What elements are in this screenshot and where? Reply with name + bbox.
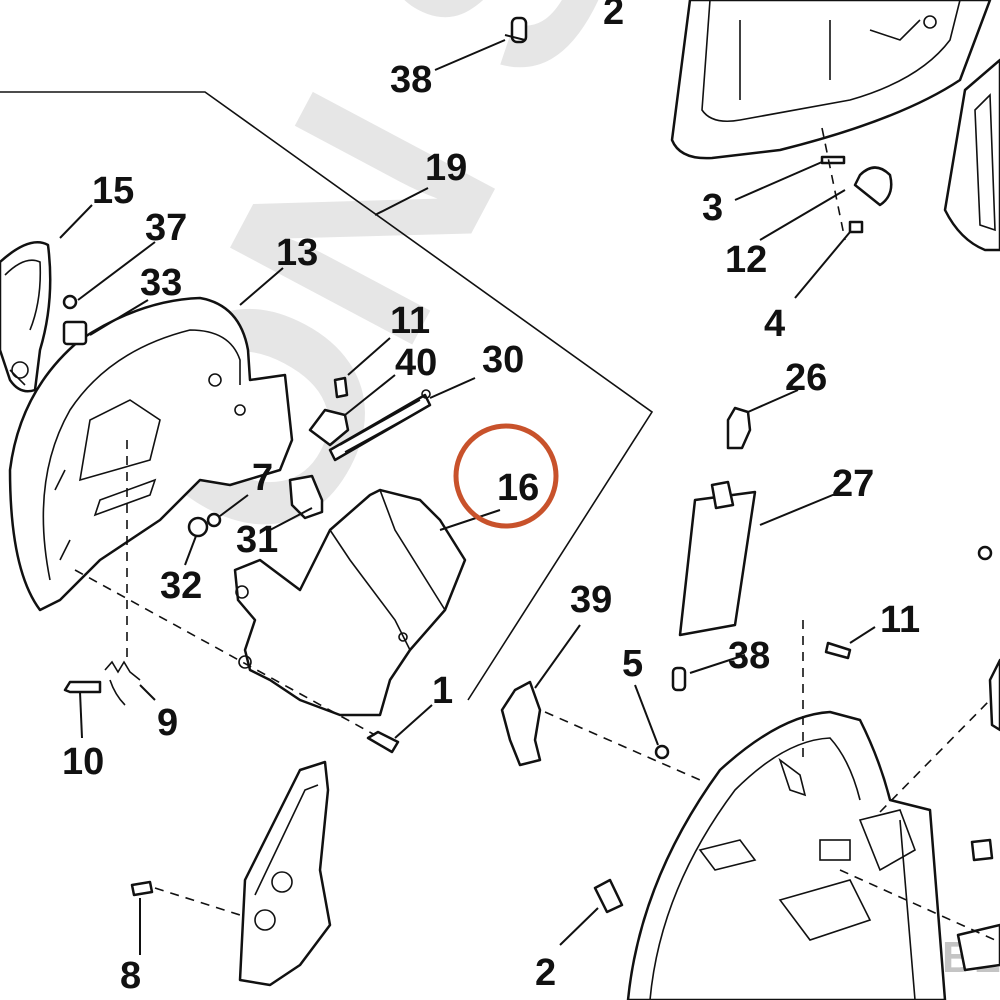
plate-27 (678, 490, 757, 637)
callout-4: 4 (764, 303, 785, 345)
bottom-bracket (238, 760, 332, 987)
dash-line-4 (544, 711, 701, 781)
lower-housing (8, 296, 294, 612)
bracket-30 (328, 389, 432, 462)
callout-2-top: 2 (603, 0, 624, 33)
callout-13: 13 (276, 232, 318, 274)
valve-26 (726, 406, 752, 450)
callout-1: 1 (432, 670, 453, 712)
callout-11-left: 11 (390, 300, 430, 342)
leader-lines (59, 34, 876, 955)
bolt-8 (130, 880, 154, 897)
callout-31: 31 (236, 519, 278, 561)
callout-11-right: 11 (880, 599, 920, 641)
callout-37: 37 (145, 207, 187, 249)
clamp-12 (853, 166, 893, 207)
callout-39: 39 (570, 579, 612, 621)
right-edge-strap (988, 658, 1000, 732)
nut-4 (848, 220, 864, 234)
assembly-frame-line (0, 91, 654, 701)
pin-38-mid (671, 666, 687, 692)
clamp-40 (308, 408, 350, 447)
side-panel-right (943, 58, 1000, 252)
callout-5: 5 (622, 643, 643, 685)
washer-7 (206, 512, 222, 528)
screw-11-right (824, 641, 852, 660)
strap-right-bottom (956, 923, 1000, 972)
callout-10: 10 (62, 741, 104, 783)
screw-1 (366, 730, 400, 754)
dash-line-8 (821, 127, 846, 241)
clip-right (970, 838, 994, 862)
saddlebag-housing (626, 710, 947, 1000)
bracket-39 (500, 680, 542, 767)
washer-far-right (977, 545, 993, 561)
left-trim-piece (0, 241, 52, 393)
callout-26: 26 (785, 357, 827, 399)
callout-19: 19 (425, 147, 467, 189)
callout-38-mid: 38 (728, 635, 770, 677)
screw-11-left (333, 376, 349, 399)
callout-7: 7 (252, 457, 273, 499)
callout-40: 40 (395, 342, 437, 384)
cover-16 (233, 488, 467, 717)
washer-5 (654, 744, 670, 760)
callout-33: 33 (140, 262, 182, 304)
callout-32: 32 (160, 565, 202, 607)
bolt-2-bottom (593, 878, 624, 914)
nut-32 (187, 516, 209, 538)
tab-3 (820, 155, 846, 165)
callout-38-top: 38 (390, 59, 432, 101)
callout-12: 12 (725, 239, 767, 281)
callout-3: 3 (702, 187, 723, 229)
pin-38-top (510, 16, 528, 44)
clip-33 (62, 320, 88, 346)
spring-9 (104, 660, 141, 706)
callout-2-bottom: 2 (535, 952, 556, 994)
dash-line-3 (154, 887, 241, 916)
dash-line-7 (839, 869, 996, 941)
highlight-circle (453, 423, 559, 529)
screw-37 (62, 294, 78, 310)
callout-15: 15 (92, 170, 134, 212)
callout-16: 16 (497, 467, 539, 509)
dash-line-6 (879, 699, 991, 813)
callout-30: 30 (482, 339, 524, 381)
upper-housing (670, 0, 992, 160)
clip-31 (288, 474, 324, 520)
post-27 (710, 480, 735, 510)
callout-27: 27 (832, 463, 874, 505)
callout-9: 9 (157, 702, 178, 744)
screw-10 (63, 680, 102, 694)
callout-8: 8 (120, 955, 141, 997)
